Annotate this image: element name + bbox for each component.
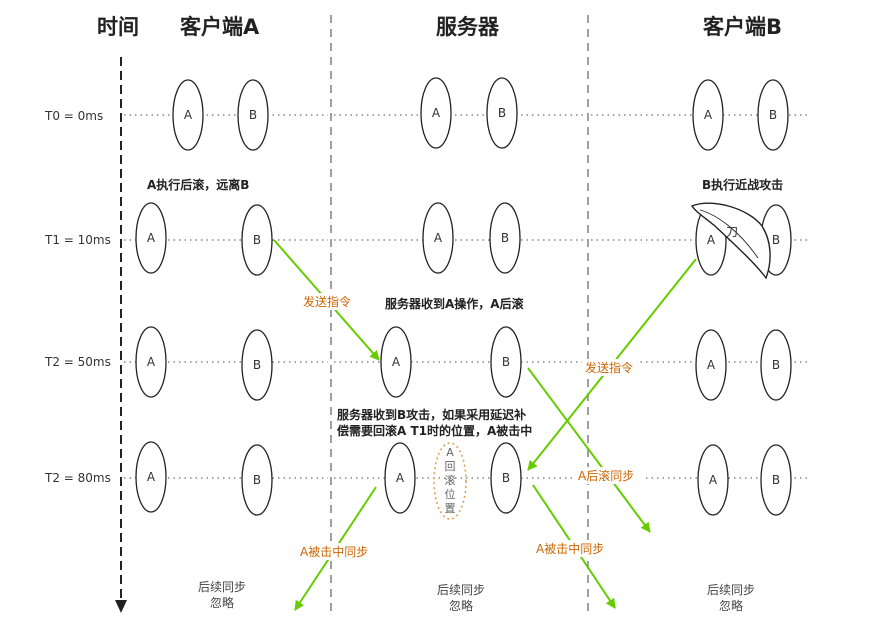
- player-a-server-t2: A: [380, 326, 412, 398]
- player-b-server-t2: B: [490, 326, 522, 398]
- player-a-client-a-t3: A: [135, 441, 167, 513]
- svg-text:B: B: [769, 108, 777, 122]
- svg-text:A: A: [392, 355, 401, 369]
- svg-text:A: A: [184, 108, 193, 122]
- player-b-client-a-t2: B: [241, 329, 273, 401]
- client-a-header: 客户端A: [180, 15, 260, 39]
- svg-text:A: A: [707, 233, 716, 247]
- svg-text:B: B: [772, 233, 780, 247]
- note-a-action: A执行后滚，远离B: [147, 177, 249, 192]
- player-b-client-a-t0: B: [237, 79, 269, 151]
- player-a-client-a-t2: A: [135, 326, 167, 398]
- player-a-server-t3: A: [384, 442, 416, 514]
- player-b-client-b-t0: B: [757, 79, 789, 151]
- svg-text:A: A: [432, 106, 441, 120]
- client-b-header: 客户端B: [703, 15, 782, 39]
- svg-text:B: B: [253, 358, 261, 372]
- note-server-receive-b-line2: 偿需要回滚A T1时的位置，A被击中: [337, 423, 532, 438]
- time-header: 时间: [97, 15, 139, 39]
- footer-b-line2: 忽略: [719, 598, 743, 613]
- svg-text:A: A: [396, 471, 405, 485]
- player-b-client-a-t1: B: [241, 204, 273, 276]
- label-bg-sync-hit-a: [298, 543, 378, 560]
- label-sync-hit-b: A被击中同步: [536, 541, 604, 556]
- label-bg-sync-hit-b: [534, 540, 614, 557]
- svg-text:B: B: [501, 231, 509, 245]
- note-server-receive-b-line1: 服务器收到B攻击，如果采用延迟补: [337, 407, 526, 422]
- footer-b-line1: 后续同步: [707, 583, 755, 597]
- server-header: 服务器: [436, 15, 500, 39]
- rollback-position: A 回 滚 位 置: [433, 442, 467, 520]
- rollback-char-1: A: [446, 446, 454, 459]
- svg-text:B: B: [498, 106, 506, 120]
- rollback-char-5: 置: [445, 502, 456, 515]
- note-server-receive-a: 服务器收到A操作，A后滚: [385, 296, 525, 311]
- svg-text:A: A: [434, 231, 443, 245]
- svg-text:A: A: [709, 473, 718, 487]
- knife-label: 刀: [726, 225, 738, 239]
- player-b-client-b-t3: B: [760, 444, 792, 516]
- rollback-char-4: 位: [445, 487, 456, 501]
- arrow-sync-rollback: [527, 367, 651, 533]
- svg-text:A: A: [704, 108, 713, 122]
- player-a-client-a-t0: A: [172, 79, 204, 151]
- row-label-t1: T1 = 10ms: [44, 233, 111, 247]
- svg-text:B: B: [502, 355, 510, 369]
- note-b-action: B执行近战攻击: [702, 177, 783, 192]
- player-b-server-t3: B: [490, 442, 522, 514]
- footer-server-line1: 后续同步: [437, 583, 485, 597]
- footer-a-line2: 忽略: [210, 595, 234, 610]
- label-bg-send-cmd-b: [582, 359, 640, 376]
- player-a-client-a-t1: A: [135, 202, 167, 274]
- row-label-t3: T2 = 80ms: [44, 471, 111, 485]
- svg-text:B: B: [249, 108, 257, 122]
- player-a-server-t0: A: [420, 77, 452, 149]
- label-send-cmd-a: 发送指令: [303, 294, 351, 309]
- svg-text:A: A: [147, 231, 156, 245]
- player-b-client-a-t3: B: [241, 444, 273, 516]
- player-b-server-t1: B: [489, 202, 521, 274]
- time-axis-arrowhead: [115, 600, 127, 613]
- svg-text:B: B: [502, 471, 510, 485]
- player-a-client-b-t2: A: [695, 329, 727, 401]
- player-b-client-b-t2: B: [760, 329, 792, 401]
- player-a-server-t1: A: [422, 202, 454, 274]
- label-sync-rollback: A后滚同步: [578, 468, 634, 483]
- row-label-t2: T2 = 50ms: [44, 355, 111, 369]
- svg-text:B: B: [772, 358, 780, 372]
- label-bg-send-cmd-a: [300, 293, 360, 310]
- svg-text:B: B: [772, 473, 780, 487]
- svg-text:A: A: [147, 355, 156, 369]
- rollback-char-3: 滚: [445, 473, 456, 487]
- row-label-t0: T0 = 0ms: [44, 109, 103, 123]
- player-a-client-b-t0: A: [692, 79, 724, 151]
- footer-a-line1: 后续同步: [198, 580, 246, 594]
- footer-server-line2: 忽略: [449, 598, 473, 613]
- player-b-server-t0: B: [486, 77, 518, 149]
- label-sync-hit-a: A被击中同步: [300, 544, 368, 559]
- player-a-client-b-t3: A: [697, 444, 729, 516]
- label-send-cmd-b: 发送指令: [585, 360, 633, 375]
- svg-text:B: B: [253, 233, 261, 247]
- rollback-char-2: 回: [445, 460, 456, 473]
- svg-text:B: B: [253, 473, 261, 487]
- label-bg-sync-rollback: [576, 467, 642, 484]
- knife-icon: 刀: [690, 202, 771, 280]
- svg-text:A: A: [707, 358, 716, 372]
- svg-text:A: A: [147, 470, 156, 484]
